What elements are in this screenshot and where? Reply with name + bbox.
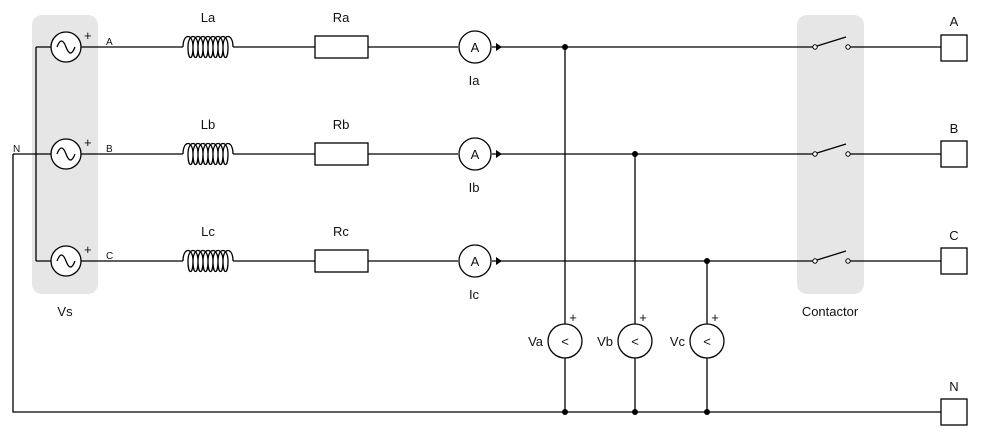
inductor-a (182, 35, 234, 59)
resistor-a-label: Ra (333, 10, 350, 25)
ammeter-c-symbol: A (471, 254, 480, 269)
output-label-a: A (950, 14, 959, 29)
resistor-a (314, 35, 369, 59)
voltmeter-a-label: Va (528, 334, 544, 349)
voltmeter-a-plus: + (569, 310, 577, 325)
output-label-n: N (949, 379, 958, 394)
ac-source-c (50, 245, 82, 277)
voltmeter-c-plus: + (711, 310, 719, 325)
inductor-a-label: La (201, 10, 216, 25)
inductor-b (182, 142, 234, 166)
output-terminal-a (940, 34, 968, 62)
voltmeter-c-symbol: < (703, 334, 711, 349)
source-plus-b: + (84, 135, 92, 150)
contactor-group-box (797, 15, 864, 294)
ammeter-a (458, 30, 502, 64)
voltmeter-c-label: Vc (670, 334, 686, 349)
inductor-b-label: Lb (201, 117, 215, 132)
voltmeter-a (547, 323, 583, 359)
junction-dots (562, 44, 710, 415)
source-plus-a: + (84, 28, 92, 43)
resistor-b (314, 142, 369, 166)
resistor-c-label: Rc (333, 224, 349, 239)
inductor-c (182, 249, 234, 273)
ac-source-a (50, 31, 82, 63)
output-label-c: C (949, 228, 958, 243)
contactor-switch-c (812, 250, 851, 264)
voltmeter-b (617, 323, 653, 359)
output-label-b: B (950, 121, 959, 136)
voltmeter-b-label: Vb (597, 334, 613, 349)
voltmeter-c (689, 323, 725, 359)
current-b-label: Ib (469, 180, 480, 195)
ammeter-b (458, 137, 502, 171)
neutral-wire (12, 153, 941, 413)
source-tag-c: C (106, 251, 113, 262)
source-neutral-tag: N (13, 144, 20, 155)
contactor-switch-b (812, 143, 851, 157)
source-tag-b: B (106, 144, 113, 155)
output-terminal-b (940, 140, 968, 168)
output-terminal-n (940, 398, 968, 426)
source-plus-c: + (84, 242, 92, 257)
ac-source-b (50, 138, 82, 170)
contactor-switch-a (812, 36, 851, 50)
ammeter-a-symbol: A (471, 40, 480, 55)
resistor-c (314, 249, 369, 273)
source-tag-a: A (106, 37, 113, 48)
inductor-c-label: Lc (201, 224, 215, 239)
ammeter-c (458, 244, 502, 278)
source-group-label: Vs (57, 304, 73, 319)
current-c-label: Ic (469, 287, 480, 302)
voltmeter-a-symbol: < (561, 334, 569, 349)
contactor-label: Contactor (802, 304, 859, 319)
resistor-b-label: Rb (333, 117, 350, 132)
current-a-label: Ia (469, 73, 481, 88)
voltmeter-b-symbol: < (631, 334, 639, 349)
output-terminal-c (940, 247, 968, 275)
ammeter-b-symbol: A (471, 147, 480, 162)
voltmeter-b-plus: + (639, 310, 647, 325)
